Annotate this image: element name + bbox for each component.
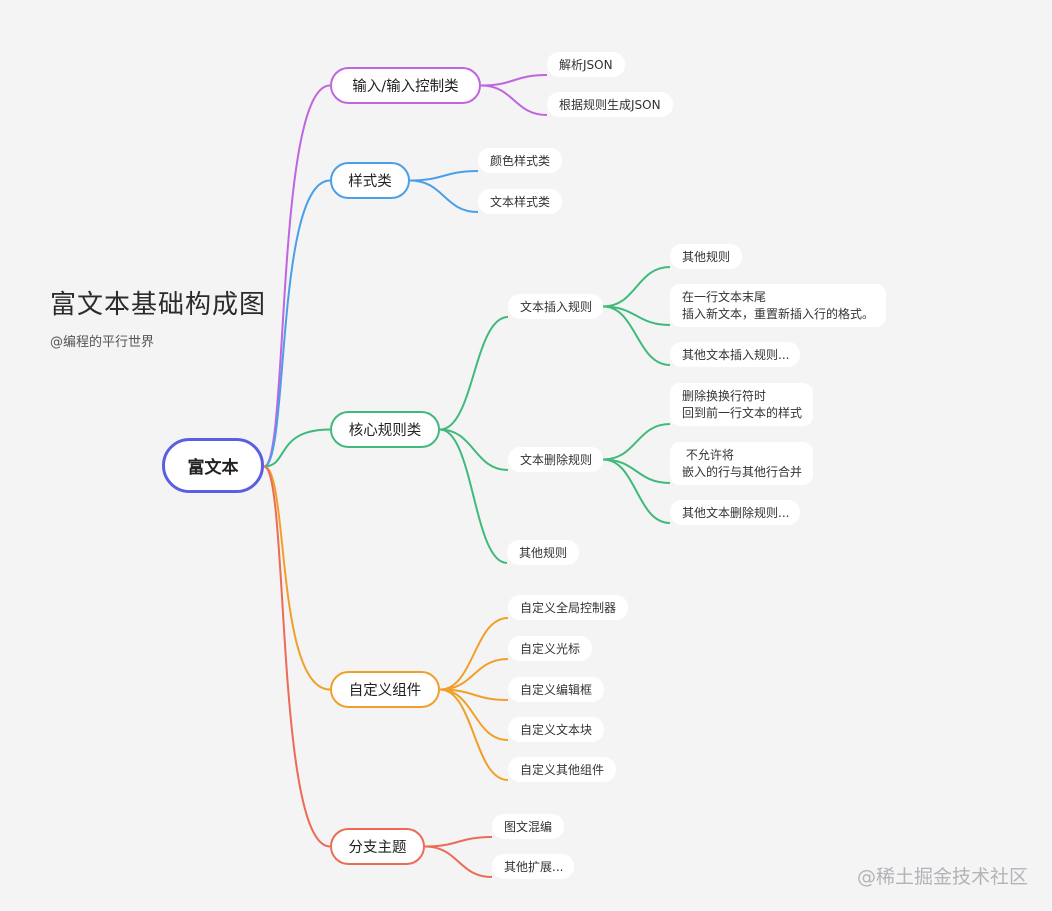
connector-root-b2 (263, 428, 331, 468)
connector-b4-l40 (424, 836, 493, 848)
connector-b3-l30 (439, 617, 509, 691)
connector-l20-l200 (602, 266, 671, 308)
leaf-custom-other[interactable]: 自定义其他组件 (508, 757, 616, 782)
leaf-insert-other[interactable]: 其他规则 (670, 244, 742, 269)
leaf-other-extension[interactable]: 其他扩展... (492, 854, 574, 879)
root-node[interactable]: 富文本 (162, 438, 264, 493)
branch-topic[interactable]: 分支主题 (330, 828, 425, 865)
leaf-insert-line-end[interactable]: 在一行文本末尾 插入新文本，重置新插入行的格式。 (670, 284, 886, 327)
leaf-delete-more[interactable]: 其他文本删除规则... (670, 500, 800, 525)
leaf-insert-more[interactable]: 其他文本插入规则... (670, 342, 800, 367)
connector-l21-l210 (602, 423, 671, 461)
leaf-custom-editbox[interactable]: 自定义编辑框 (508, 677, 604, 702)
leaf-line: 其他文本插入规则... (682, 348, 790, 362)
leaf-custom-textblock[interactable]: 自定义文本块 (508, 717, 604, 742)
branch-custom-components[interactable]: 自定义组件 (330, 671, 440, 708)
connector-b1-l10 (409, 170, 479, 182)
connector-root-b3 (263, 465, 331, 691)
connector-l20-l202 (602, 305, 671, 366)
leaf-image-text-mix[interactable]: 图文混编 (492, 814, 564, 839)
branch-style[interactable]: 样式类 (330, 162, 410, 199)
leaf-color-style[interactable]: 颜色样式类 (478, 148, 562, 173)
connector-b0-l01 (480, 84, 548, 116)
connector-b0-l00 (480, 74, 548, 87)
leaf-custom-cursor[interactable]: 自定义光标 (508, 636, 592, 661)
leaf-line: 嵌入的行与其他行合并 (682, 464, 803, 479)
watermark: @稀土掘金技术社区 (856, 866, 1028, 888)
page-subtitle: @编程的平行世界 (50, 335, 155, 350)
leaf-parse-json[interactable]: 解析JSON (547, 52, 625, 77)
leaf-delete-newline[interactable]: 删除换换行符时 回到前一行文本的样式 (670, 383, 813, 426)
leaf-line: 在一行文本末尾 (682, 289, 767, 304)
leaf-custom-controller[interactable]: 自定义全局控制器 (508, 595, 628, 620)
sub-delete-rules[interactable]: 文本删除规则 (508, 447, 603, 472)
connector-b2-l20 (439, 316, 509, 431)
leaf-line: 回到前一行文本的样式 (682, 405, 803, 420)
leaf-text-style[interactable]: 文本样式类 (478, 189, 562, 214)
connector-root-b4 (263, 465, 331, 848)
sub-insert-rules[interactable]: 文本插入规则 (508, 294, 603, 319)
connector-b3-l34 (439, 688, 509, 781)
connector-b2-l21 (439, 428, 509, 471)
connector-root-b0 (263, 84, 331, 468)
branch-core-rules[interactable]: 核心规则类 (330, 411, 440, 448)
connector-l21-l211 (602, 458, 671, 484)
connector-b4-l41 (424, 845, 493, 878)
connector-l21-l212 (602, 458, 671, 524)
leaf-delete-no-merge[interactable]: 不允许将 嵌入的行与其他行合并 (670, 442, 813, 485)
leaf-generate-json[interactable]: 根据规则生成JSON (547, 92, 673, 117)
connector-l20-l201 (602, 305, 671, 326)
branch-input-control[interactable]: 输入/输入控制类 (330, 67, 481, 104)
connector-b1-l11 (409, 179, 479, 213)
connector-b3-l31 (439, 658, 509, 691)
leaf-line: 删除换换行符时 (682, 388, 767, 403)
sub-other-rules[interactable]: 其他规则 (507, 540, 579, 565)
connector-root-b1 (263, 179, 331, 468)
leaf-line: 不允许将 (682, 447, 734, 462)
leaf-line: 插入新文本，重置新插入行的格式。 (682, 306, 875, 321)
page-title: 富文本基础构成图 (50, 290, 267, 320)
leaf-line: 其他文本删除规则... (682, 506, 790, 520)
connector-b2-l22 (439, 428, 508, 564)
leaf-line: 其他规则 (682, 250, 731, 264)
